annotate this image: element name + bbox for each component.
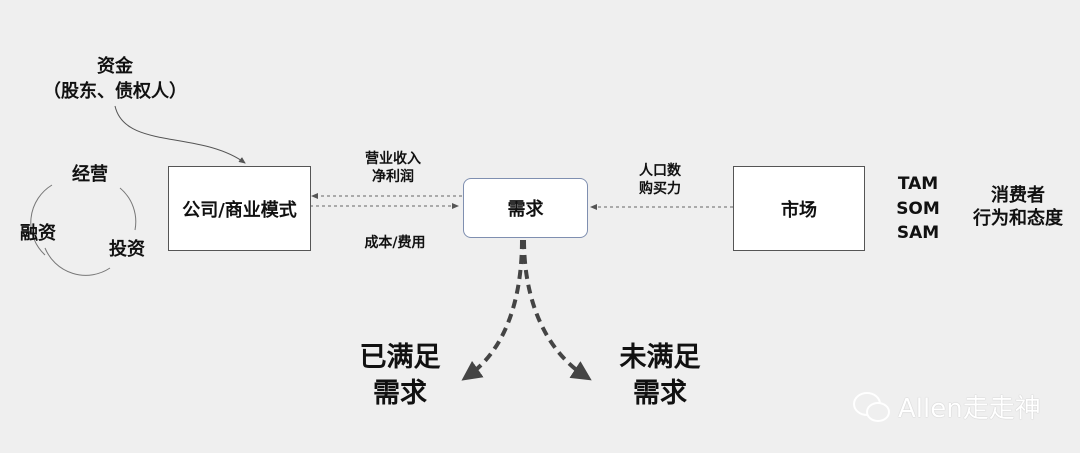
cycle-arc-bottom <box>44 247 111 276</box>
watermark: Allen走走神 <box>852 388 1041 425</box>
som-label: SOM <box>896 199 940 219</box>
watermark-text: Allen走走神 <box>898 394 1041 424</box>
sam-label: SAM <box>896 223 940 243</box>
met-demand-arrow <box>461 239 524 381</box>
funding-label: 资金 <box>97 56 133 77</box>
funding-sources-label: （股东、债权人） <box>43 81 187 102</box>
net-profit-label: 净利润 <box>372 169 414 185</box>
cycle-arc-right <box>119 187 137 231</box>
unmet-demand-label-2: 需求 <box>633 378 687 409</box>
met-demand-label-2: 需求 <box>373 378 427 409</box>
cycle-finance: 融资 <box>20 223 56 244</box>
cycle-invest: 投资 <box>109 239 145 260</box>
cycle-arc-top <box>30 184 53 256</box>
revenue-label: 营业收入 <box>365 151 421 167</box>
unmet-demand-arrow <box>522 239 592 381</box>
purchasing-power-label: 购买力 <box>639 181 681 197</box>
unmet-demand-label: 未满足 <box>619 342 701 373</box>
market-box: 市场 <box>733 166 865 251</box>
consumer-label: 消费者 <box>991 185 1045 206</box>
company-box: 公司/商业模式 <box>168 166 311 251</box>
population-label: 人口数 <box>639 163 681 179</box>
consumer-behavior-label: 行为和态度 <box>973 208 1063 229</box>
tam-label: TAM <box>897 174 939 194</box>
demand-box: 需求 <box>463 178 588 238</box>
funding-arrow <box>114 105 246 164</box>
met-demand-label: 已满足 <box>359 342 441 373</box>
wechat-icon <box>853 391 890 422</box>
cycle-operate: 经营 <box>72 164 108 185</box>
cost-label: 成本/费用 <box>364 235 426 251</box>
